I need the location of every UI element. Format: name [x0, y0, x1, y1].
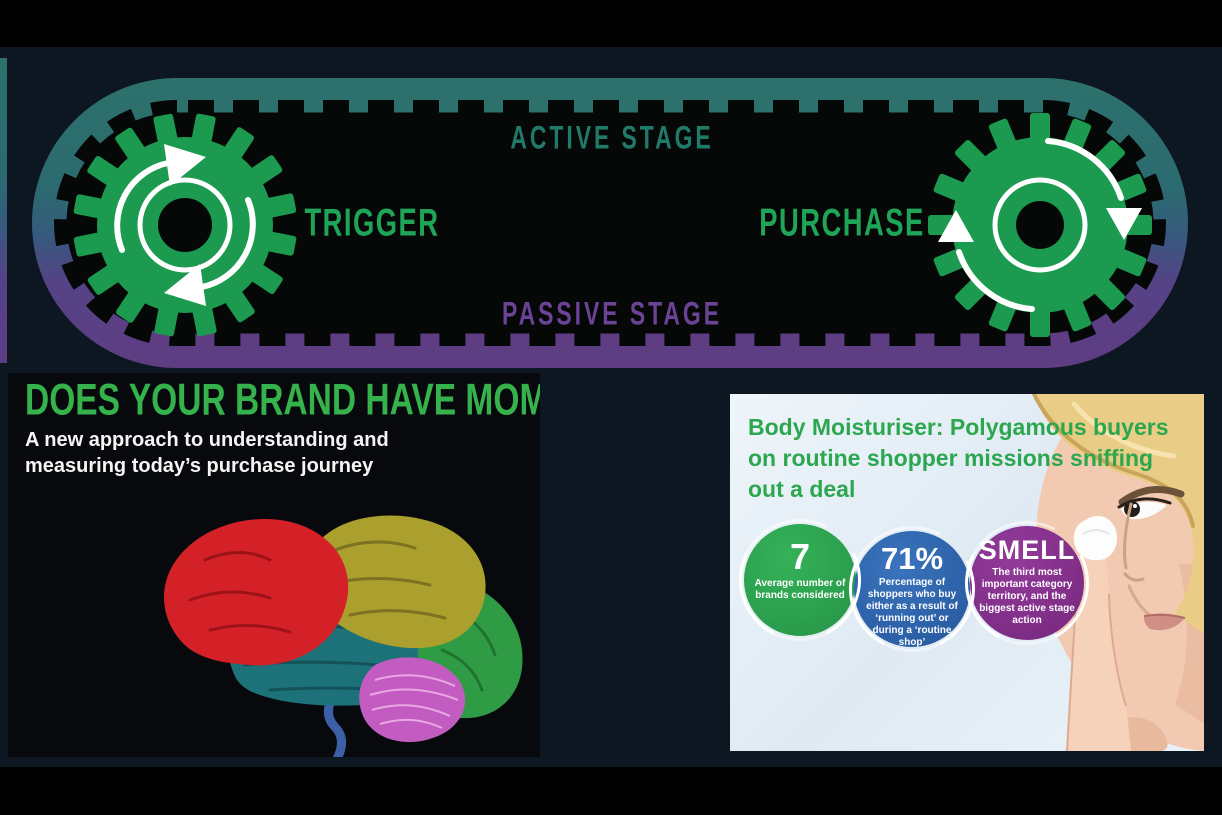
cerebellum — [359, 657, 466, 743]
brain-stem — [324, 690, 346, 757]
cream-dab — [1073, 515, 1118, 561]
subtitle-line-2: measuring today’s purchase journey — [25, 455, 374, 477]
stat-circle-shoppers: 71% Percentage of shoppers who buy eithe… — [832, 509, 992, 669]
rotation-arrows-icon — [114, 144, 256, 306]
belt-edge-sliver — [0, 58, 7, 363]
rotation-arrows-icon — [938, 138, 1142, 312]
active-stage-label: ACTIVE STAGE — [510, 118, 714, 157]
heading-line-3: out a deal — [748, 476, 856, 502]
belt-teeth — [53, 99, 1167, 347]
subtitle-line-1: A new approach to understanding and — [25, 429, 389, 451]
belt-band — [32, 78, 1188, 368]
stat-value: SMELL — [978, 535, 1076, 565]
belt-interior — [32, 78, 1188, 368]
purchase-gear-icon — [928, 113, 1152, 337]
heading-line-1: Body Moisturiser: Polygamous buyers — [748, 414, 1169, 440]
stat-value: 71% — [880, 541, 944, 576]
trigger-gear-icon — [73, 113, 297, 337]
trigger-label: TRIGGER — [304, 200, 440, 245]
intro-panel: DOES YOUR BRAND HAVE MOMENTUM? A new app… — [8, 373, 540, 757]
eyebrow — [1118, 486, 1185, 506]
stat-value: 7 — [789, 536, 811, 577]
stat-label: Average number of brands considered — [754, 578, 846, 601]
lips — [1143, 613, 1185, 631]
case-study-heading: Body Moisturiser: Polygamous buyers on r… — [748, 412, 1168, 505]
purchase-label: PURCHASE — [759, 200, 925, 245]
case-study-card: Body Moisturiser: Polygamous buyers on r… — [730, 394, 1204, 751]
page-subtitle: A new approach to understanding and meas… — [25, 427, 389, 479]
woman-applying-moisturiser-photo — [1032, 394, 1204, 751]
page-title: DOES YOUR BRAND HAVE MOMENTUM? — [25, 375, 540, 425]
stat-label: The third most important category territ… — [979, 567, 1075, 626]
colored-brain-image — [163, 515, 523, 757]
passive-stage-label: PASSIVE STAGE — [502, 294, 722, 333]
nose — [1123, 502, 1145, 582]
heading-line-2: on routine shopper missions sniffing — [748, 445, 1154, 471]
frontal-lobe — [163, 518, 349, 666]
stat-label: Percentage of shoppers who buy either as… — [866, 577, 958, 648]
stat-circle-brands: 7 Average number of brands considered — [730, 503, 877, 657]
stat-circle-smell: SMELL The third most important category … — [948, 504, 1106, 662]
